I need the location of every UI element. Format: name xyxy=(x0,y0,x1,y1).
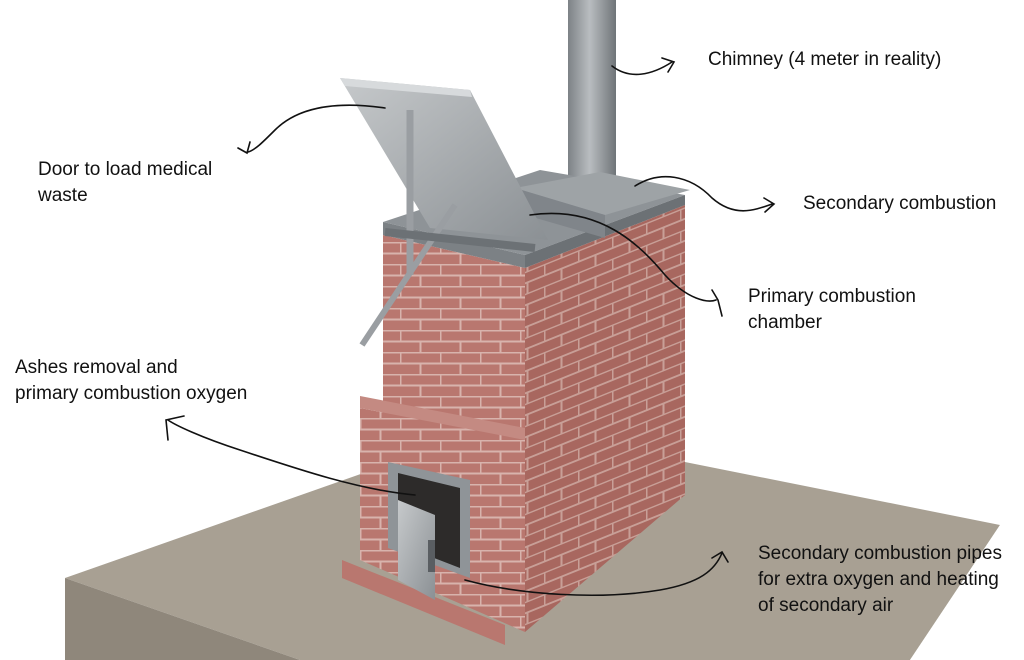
secondary-combustion-label-text: Secondary combustion xyxy=(803,193,997,214)
primary-chamber-label-line-1: Primary combustion xyxy=(748,286,916,307)
chimney-label: Chimney (4 meter in reality) xyxy=(708,47,941,73)
ashes-label: Ashes removal and primary combustion oxy… xyxy=(15,355,247,407)
door-label-line-1: Door to load medical xyxy=(38,159,213,180)
top-rim xyxy=(383,170,690,268)
chimney-leader xyxy=(611,57,676,76)
chimney-label-text: Chimney (4 meter in reality) xyxy=(708,49,942,70)
door-leader xyxy=(237,104,386,155)
door-label: Door to load medical waste xyxy=(38,157,212,209)
secondary-leader xyxy=(634,175,776,213)
chimney-pipe xyxy=(568,0,616,200)
leader-lines xyxy=(165,57,776,596)
primary-chamber-label: Primary combustion chamber xyxy=(748,284,916,336)
primary-leader xyxy=(529,212,723,317)
secondary-combustion-label: Secondary combustion xyxy=(803,191,996,217)
loading-door xyxy=(340,78,548,347)
pipes-label-line-3: of secondary air xyxy=(758,595,894,616)
primary-chamber-label-line-2: chamber xyxy=(748,312,822,333)
pipes-leader xyxy=(464,550,729,596)
pipes-label: Secondary combustion pipes for extra oxy… xyxy=(758,541,1002,619)
pipes-label-line-2: for extra oxygen and heating xyxy=(758,569,999,590)
ashes-label-line-2: primary combustion oxygen xyxy=(15,383,248,404)
ash-door xyxy=(388,462,470,600)
door-label-line-2: waste xyxy=(38,185,88,206)
pipes-label-line-1: Secondary combustion pipes xyxy=(758,543,1002,564)
ashes-label-line-1: Ashes removal and xyxy=(15,357,178,378)
ashes-leader xyxy=(165,415,416,496)
